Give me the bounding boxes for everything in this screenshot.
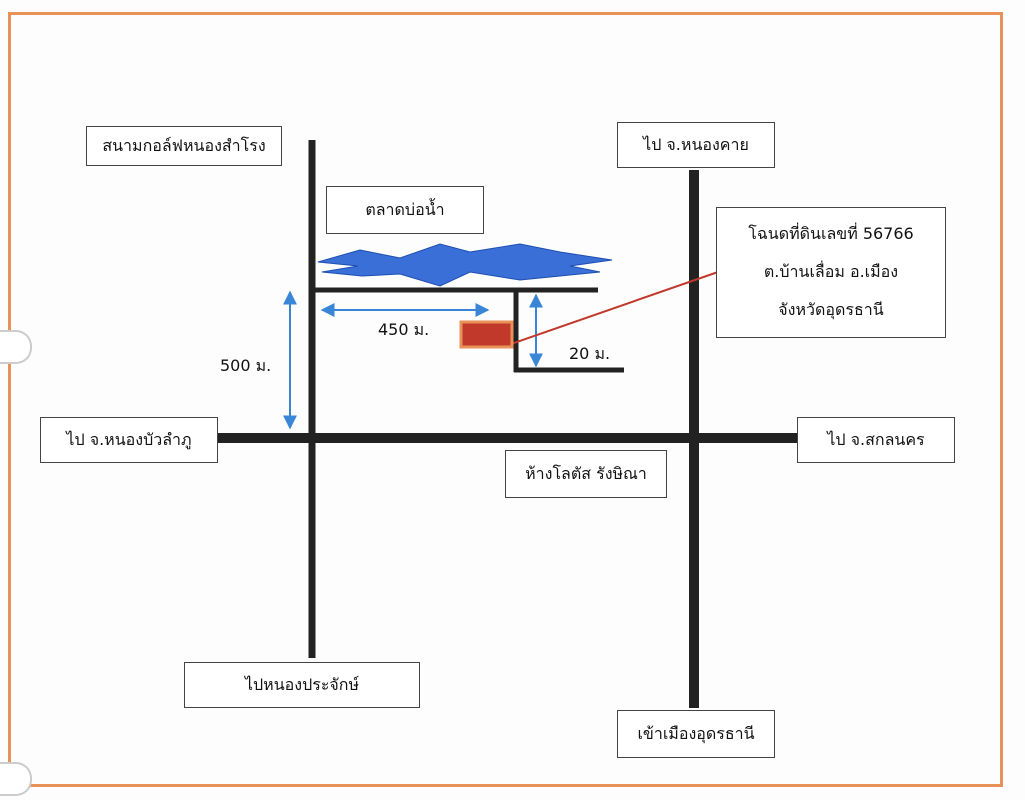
water-shape	[317, 243, 613, 287]
distance-20m: 20 ม.	[569, 344, 611, 363]
deed-info-box: โฉนดที่ดินเลขที่ 56766 ต.บ้านเลื่อม อ.เม…	[716, 207, 946, 338]
label-to-udon-city: เข้าเมืองอุดรธานี	[617, 710, 775, 758]
deed-number: โฉนดที่ดินเลขที่ 56766	[748, 224, 914, 244]
punch-hole-bottom	[0, 762, 32, 796]
map-frame	[8, 12, 1003, 787]
label-to-sakon-nakhon: ไป จ.สกลนคร	[797, 417, 955, 463]
label-to-nong-khai: ไป จ.หนองคาย	[617, 122, 775, 168]
label-lotus-store: ห้างโลตัส รังษิณา	[505, 450, 667, 498]
distance-450m: 450 ม.	[378, 320, 430, 339]
label-to-nong-bua-lam-phu: ไป จ.หนองบัวลำภู	[40, 417, 218, 463]
label-to-nong-prajak: ไปหนองประจักษ์	[184, 662, 420, 708]
label-market: ตลาดบ่อน้ำ	[326, 186, 484, 234]
deed-pointer-line	[507, 271, 719, 346]
distance-500m: 500 ม.	[220, 356, 272, 375]
land-plot-marker	[459, 320, 514, 349]
label-golf-course: สนามกอล์ฟหนองสำโรง	[86, 126, 282, 166]
deed-province: จังหวัดอุดรธานี	[778, 299, 884, 319]
deed-subdistrict: ต.บ้านเลื่อม อ.เมือง	[763, 261, 899, 281]
punch-hole-top	[0, 330, 32, 364]
